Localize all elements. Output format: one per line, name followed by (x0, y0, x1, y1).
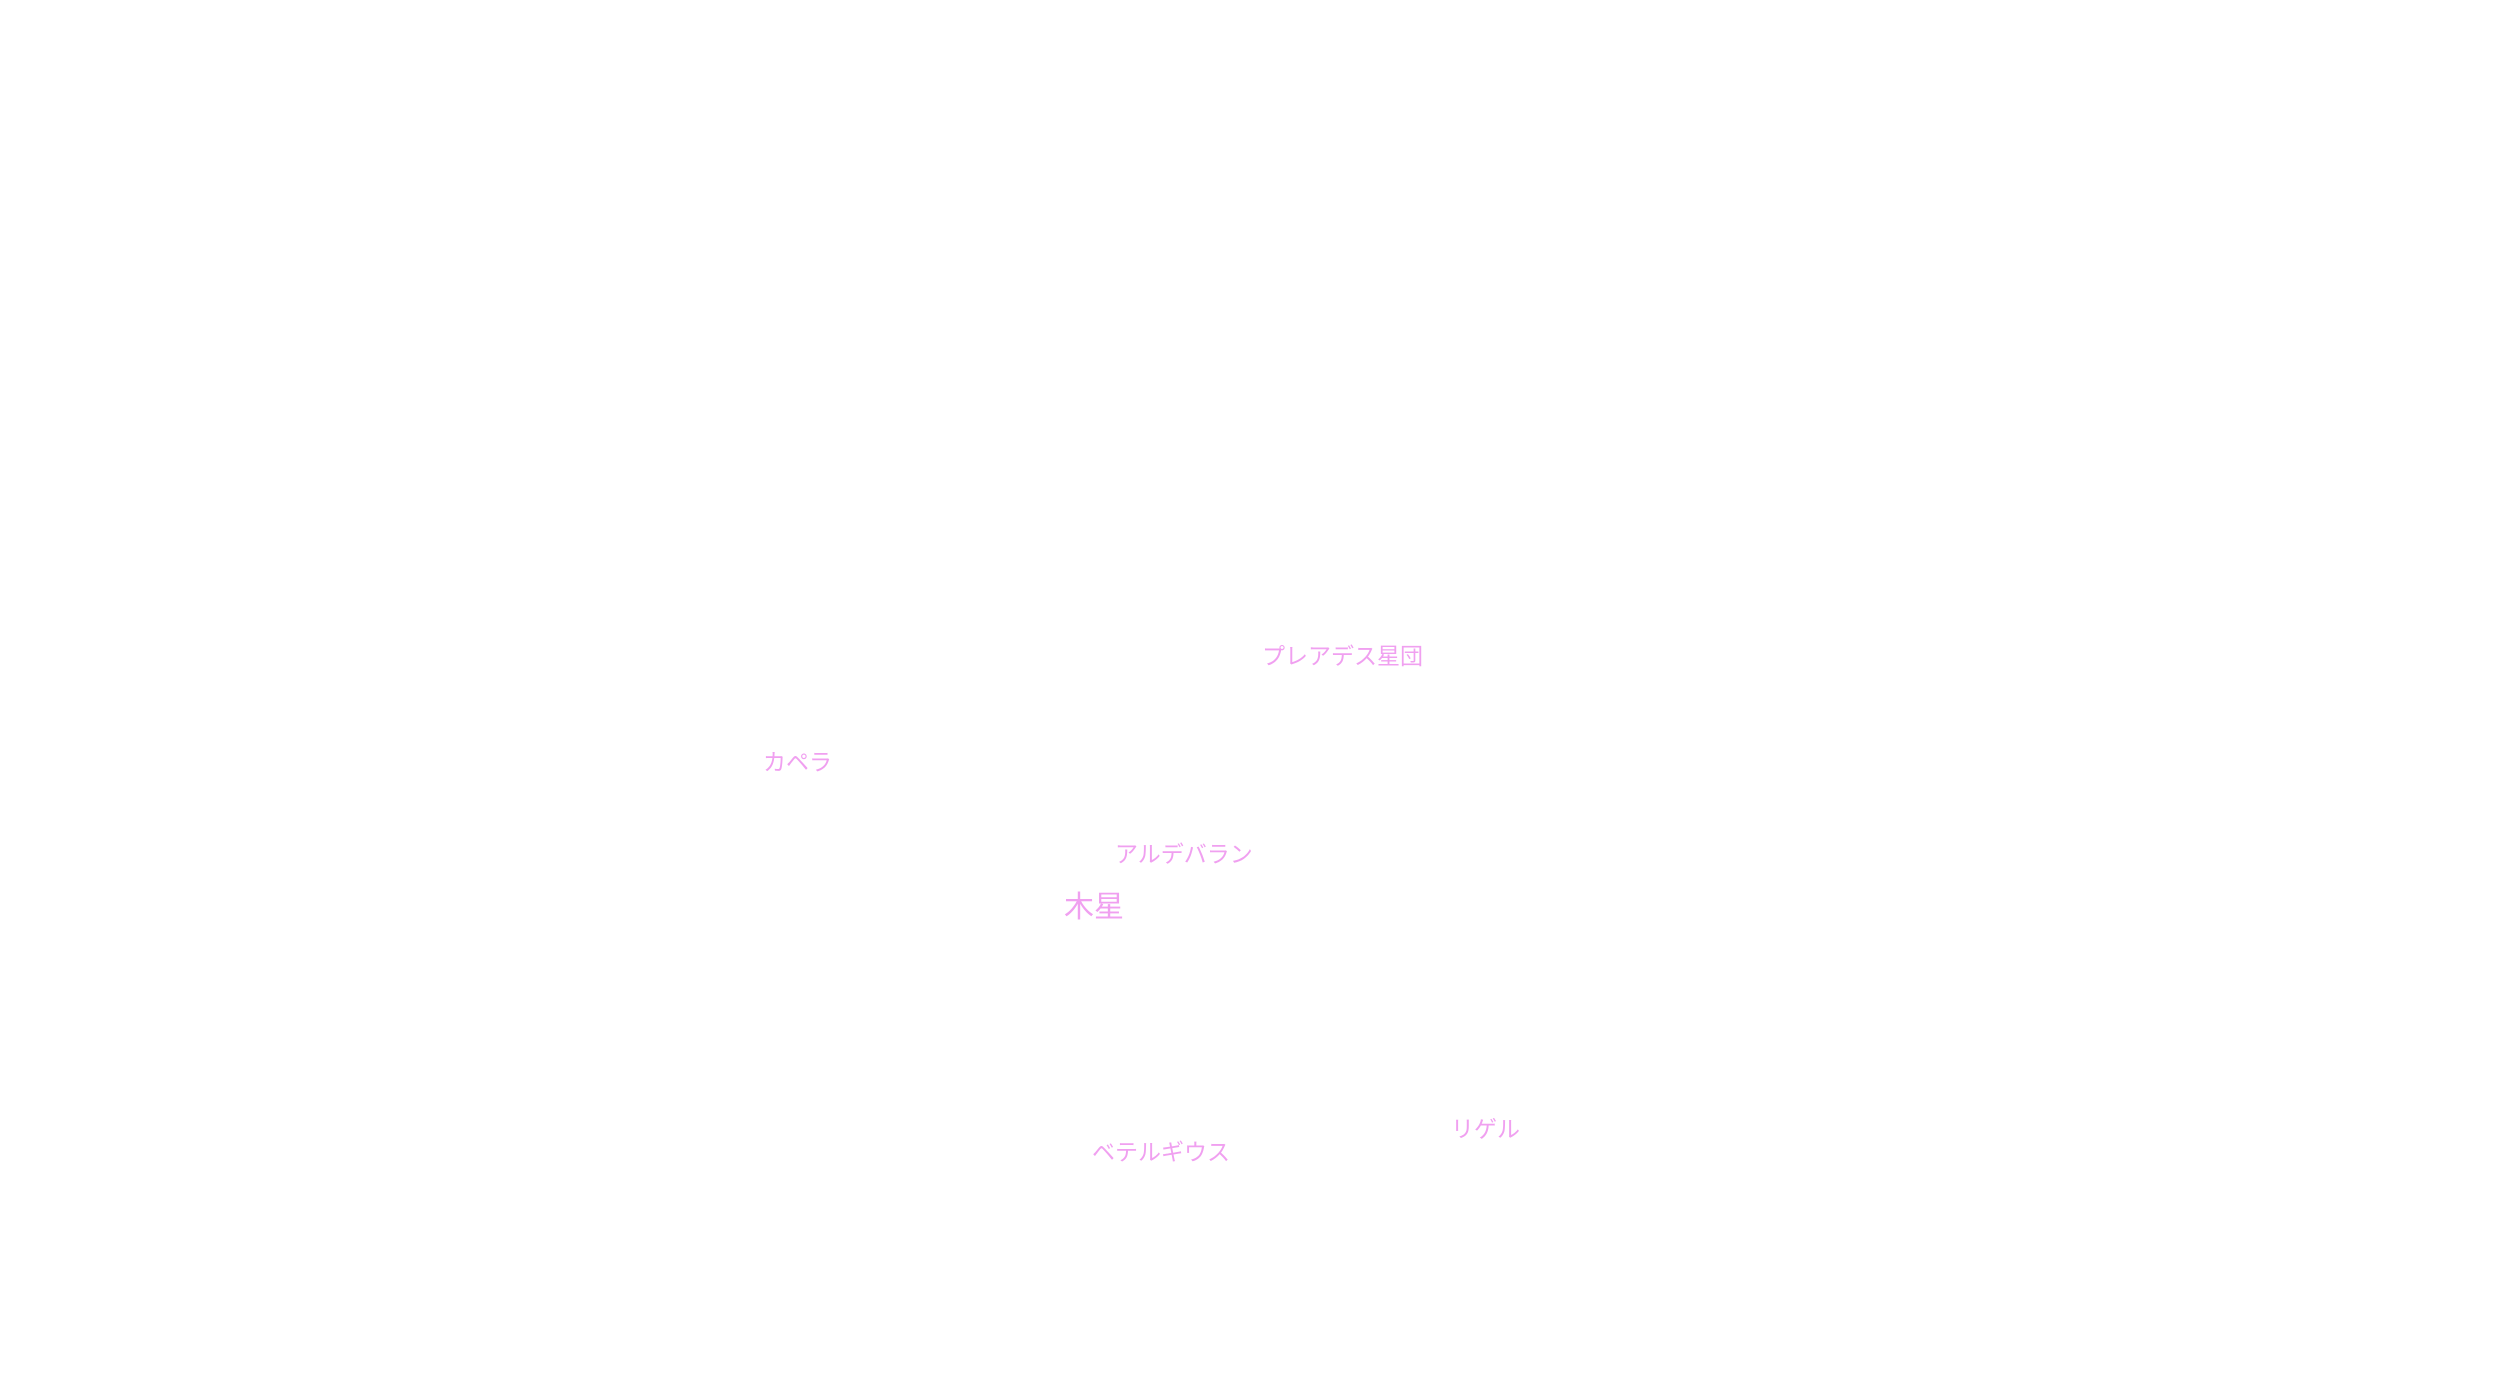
label-capella[interactable]: カペラ (763, 750, 832, 776)
label-rigel[interactable]: リゲル (1451, 1117, 1520, 1143)
label-aldebaran[interactable]: アルデバラン (1115, 842, 1253, 868)
label-pleiades[interactable]: プレアデス星団 (1262, 644, 1423, 670)
label-betelgeuse[interactable]: ベテルギウス (1092, 1140, 1230, 1166)
label-jupiter[interactable]: 木星 (1064, 890, 1124, 925)
